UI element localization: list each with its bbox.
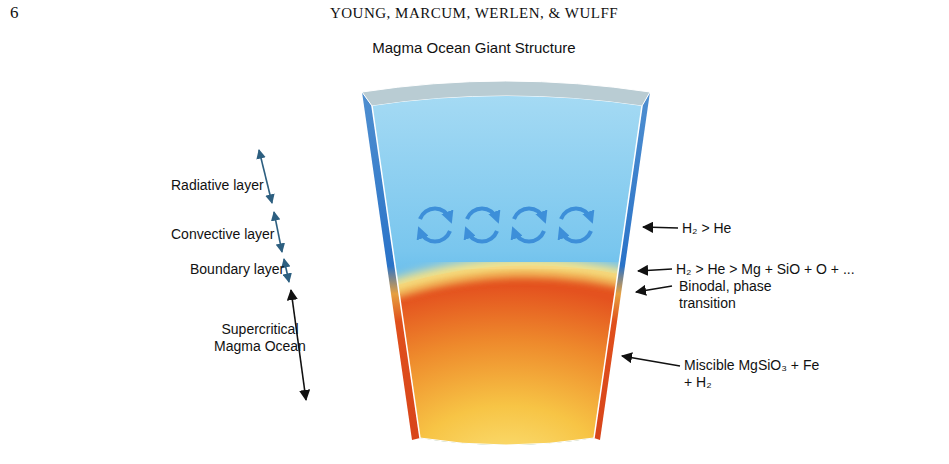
composition-label: H₂ > He > Mg + SiO + O + ... <box>676 261 936 278</box>
layer-label: Radiative layer <box>171 177 291 194</box>
layer-label: Convective layer <box>171 226 291 243</box>
convection-arrows <box>420 209 591 242</box>
leader-arrows <box>622 227 680 366</box>
front-face <box>355 80 660 464</box>
composition-label: Miscible MgSiO₃ + Fe + H₂ <box>684 357 824 391</box>
figure-title: Magma Ocean Giant Structure <box>274 39 674 57</box>
layer-label: Supercritical Magma Ocean <box>205 321 315 355</box>
phase-label: Binodal, phase transition <box>679 278 789 312</box>
running-header: YOUNG, MARCUM, WERLEN, & WULFF <box>274 4 674 22</box>
composition-label: H₂ > He <box>682 220 832 237</box>
layer-label: Boundary layer <box>190 261 310 278</box>
page-number: 6 <box>10 3 40 23</box>
